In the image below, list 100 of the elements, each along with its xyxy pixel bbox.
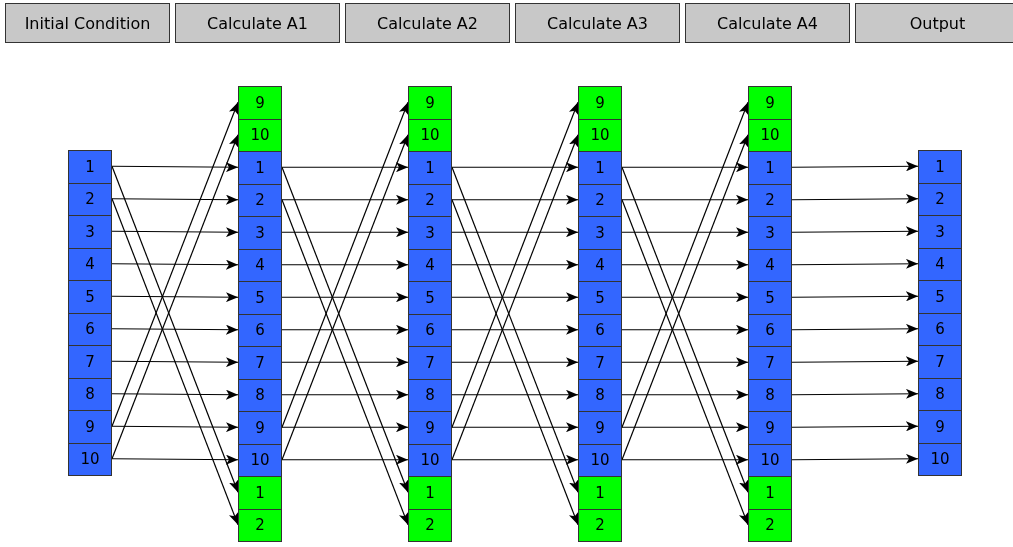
array-cell: 2: [918, 182, 962, 216]
array-cell: 3: [578, 216, 622, 250]
array-cell: 2: [578, 508, 622, 542]
arrow: [281, 389, 409, 400]
array-cell: 2: [748, 508, 792, 542]
array-cell: 4: [918, 247, 962, 281]
arrow: [111, 324, 239, 335]
arrow: [111, 389, 239, 400]
array-cell: 4: [748, 248, 792, 282]
array-cell: 7: [68, 345, 112, 379]
arrow: [111, 198, 239, 526]
arrow: [791, 226, 919, 237]
array-cell: 6: [408, 313, 452, 347]
array-cell: 2: [238, 508, 282, 542]
arrow: [281, 227, 409, 238]
arrow: [281, 134, 409, 461]
arrow: [111, 292, 239, 303]
arrow: [281, 162, 409, 173]
array-cell: 8: [408, 378, 452, 412]
array-cell: 3: [918, 215, 962, 249]
array-cell: 9: [748, 411, 792, 445]
array-cell: 1: [578, 151, 622, 185]
array-cell: 4: [68, 247, 112, 281]
arrow: [281, 101, 409, 428]
array-cell: 9: [918, 410, 962, 444]
array-cell: 9: [238, 86, 282, 120]
array-cell: 1: [918, 150, 962, 184]
array-cell: 2: [578, 183, 622, 217]
array-cell: 8: [578, 378, 622, 412]
arrow: [621, 389, 749, 400]
array-cell: 5: [918, 280, 962, 314]
arrow: [621, 357, 749, 368]
array-cell: 9: [68, 410, 112, 444]
arrow: [451, 292, 579, 303]
array-cell: 5: [68, 280, 112, 314]
arrow: [281, 194, 409, 205]
array-cell: 5: [238, 281, 282, 315]
arrow: [281, 324, 409, 335]
arrow: [791, 161, 919, 172]
array-cell: 1: [238, 151, 282, 185]
array-cell: 7: [748, 346, 792, 380]
arrow: [451, 101, 579, 428]
arrow: [621, 454, 749, 465]
arrow: [281, 259, 409, 270]
arrow: [791, 356, 919, 367]
array-cell: 8: [68, 377, 112, 411]
stage-header: Calculate A1: [175, 3, 340, 43]
arrow: [281, 357, 409, 368]
arrow: [451, 227, 579, 238]
arrow: [451, 134, 579, 461]
array-cell: 1: [748, 476, 792, 510]
array-cell: 4: [578, 248, 622, 282]
array-cell: 7: [408, 346, 452, 380]
arrow: [791, 193, 919, 204]
array-cell: 5: [748, 281, 792, 315]
arrow: [111, 194, 239, 205]
arrow: [451, 199, 579, 526]
arrow: [621, 162, 749, 173]
arrow: [451, 166, 579, 493]
array-cell: 10: [918, 442, 962, 476]
array-cell: 3: [238, 216, 282, 250]
array-cell: 6: [578, 313, 622, 347]
array-cell: 10: [238, 118, 282, 152]
array-cell: 2: [408, 508, 452, 542]
arrow: [791, 421, 919, 432]
arrow: [791, 323, 919, 334]
stage-header: Calculate A3: [515, 3, 680, 43]
array-cell: 10: [578, 443, 622, 477]
arrow: [111, 162, 239, 173]
array-cell: 1: [748, 151, 792, 185]
arrow: [111, 357, 239, 368]
arrow: [111, 101, 239, 427]
stage-header: Calculate A4: [685, 3, 850, 43]
arrow: [621, 422, 749, 433]
array-cell: 4: [408, 248, 452, 282]
arrow: [621, 194, 749, 205]
arrow: [451, 357, 579, 368]
arrow: [281, 454, 409, 465]
array-cell: 8: [748, 378, 792, 412]
array-cell: 2: [238, 183, 282, 217]
arrow: [791, 258, 919, 269]
arrow: [451, 162, 579, 173]
array-cell: 10: [68, 442, 112, 476]
array-cell: 1: [238, 476, 282, 510]
array-cell: 10: [408, 118, 452, 152]
array-cell: 9: [578, 411, 622, 445]
array-cell: 4: [238, 248, 282, 282]
arrow: [111, 134, 239, 460]
arrow: [281, 199, 409, 526]
arrow: [111, 165, 239, 493]
array-cell: 2: [68, 182, 112, 216]
arrow: [281, 166, 409, 493]
arrow: [281, 292, 409, 303]
array-cell: 3: [408, 216, 452, 250]
arrow: [281, 422, 409, 433]
array-cell: 10: [748, 443, 792, 477]
arrow: [621, 199, 749, 526]
array-cell: 3: [748, 216, 792, 250]
arrow: [621, 227, 749, 238]
array-cell: 9: [238, 411, 282, 445]
